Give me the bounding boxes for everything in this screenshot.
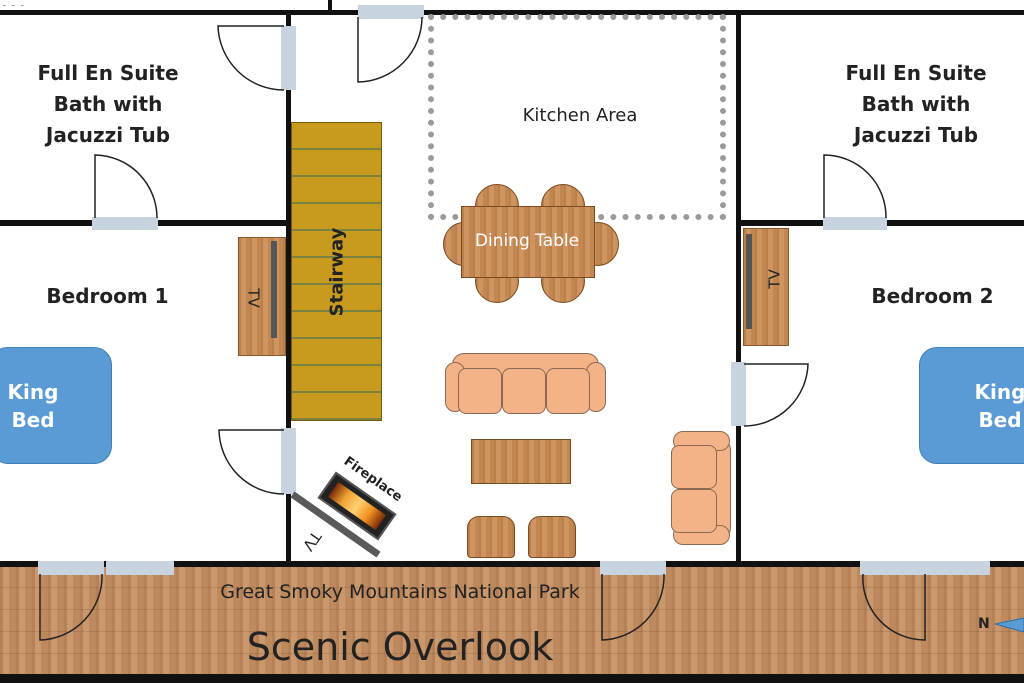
stairway: Stairway [291, 122, 382, 421]
deck-bottom-border [0, 674, 1024, 683]
door-swing [357, 16, 423, 83]
fireplace-tv-label: TV [298, 527, 325, 555]
door-swing [743, 363, 809, 427]
dining-table [461, 206, 595, 278]
door-frame [281, 26, 296, 90]
door-frame [92, 217, 158, 230]
kitchen-label: Kitchen Area [522, 105, 638, 126]
sofa-cushion [546, 368, 590, 414]
page-title-cropped: ... [0, 0, 330, 6]
door-frame [358, 5, 424, 19]
sofa-cushion [458, 368, 502, 414]
sofa-cushion [502, 368, 546, 414]
compass-arrow-icon [994, 617, 1024, 633]
door-frame [38, 561, 104, 575]
king-bed-right: King Bed [919, 347, 1024, 464]
scenic-overlook-deck [0, 566, 1024, 676]
tv-right-label: TV [765, 269, 784, 289]
wall-bottom [0, 561, 1024, 567]
loveseat-cushion [671, 489, 717, 533]
tv-left-label: TV [244, 288, 263, 308]
tv-cabinet-left [238, 237, 286, 356]
stairway-label: Stairway [326, 227, 347, 316]
door-swing [823, 154, 887, 219]
armchair [528, 516, 576, 558]
door-frame [823, 217, 887, 230]
door-frame [860, 561, 990, 575]
door-swing [601, 573, 665, 641]
bath-right-label: Full En Suite Bath with Jacuzzi Tub [845, 61, 987, 147]
bath-left-label: Full En Suite Bath with Jacuzzi Tub [37, 61, 179, 147]
loveseat-cushion [671, 445, 717, 489]
king-bed-left-label: King Bed [7, 380, 59, 432]
dining-table-label: Dining Table [474, 231, 580, 251]
scenic-overlook-label: Scenic Overlook [246, 625, 554, 669]
door-swing [94, 154, 158, 219]
title-frame-wall [328, 0, 332, 12]
bedroom-1-label: Bedroom 1 [46, 284, 169, 308]
door-frame [281, 428, 296, 494]
king-bed-right-label: King Bed [974, 380, 1024, 432]
door-frame [106, 561, 174, 575]
armchair [467, 516, 515, 558]
national-park-label: Great Smoky Mountains National Park [220, 581, 580, 603]
door-frame [731, 362, 746, 426]
king-bed-left: King Bed [0, 347, 112, 464]
wall-right-inner [736, 10, 741, 566]
wall-top [0, 10, 1024, 15]
compass-north-label: N [978, 616, 990, 632]
door-swing [217, 25, 285, 91]
coffee-table [471, 439, 571, 484]
tv-screen-right [746, 234, 752, 329]
door-swing [218, 429, 285, 495]
wall-left-inner [286, 10, 291, 566]
door-frame [600, 561, 666, 575]
tv-screen-left [271, 241, 277, 338]
door-swing [862, 573, 926, 641]
door-swing [39, 573, 103, 641]
bedroom-2-label: Bedroom 2 [871, 284, 994, 308]
